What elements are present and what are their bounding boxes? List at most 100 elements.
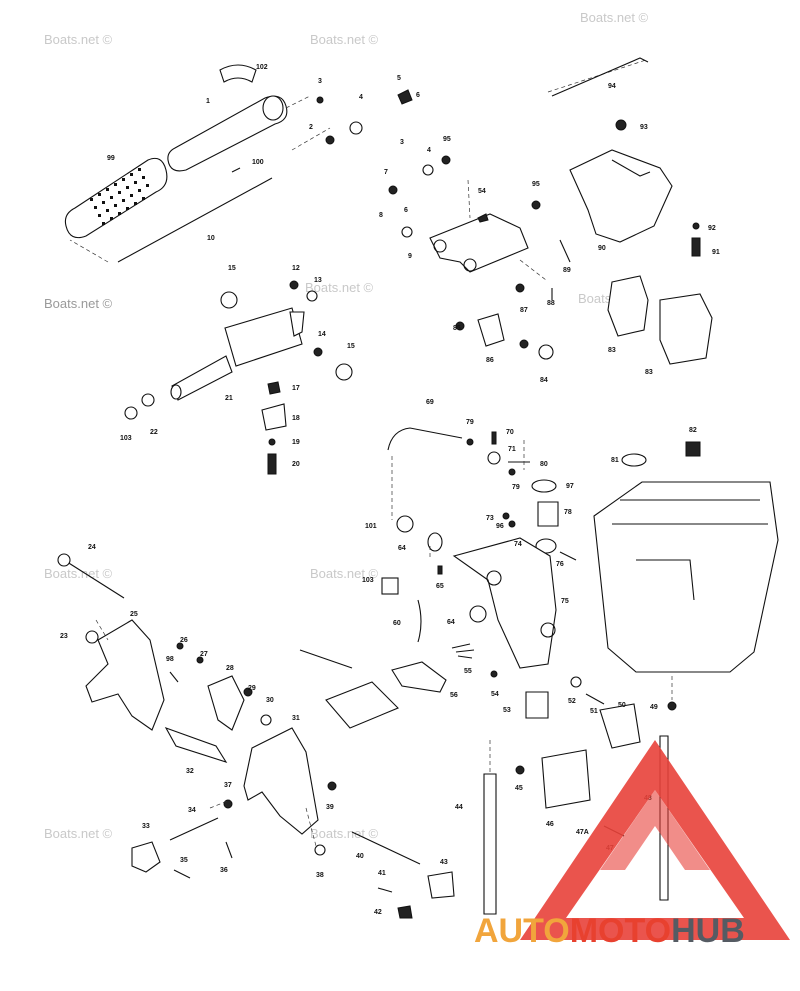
washer-101 bbox=[396, 515, 414, 533]
callout-label: 53 bbox=[503, 707, 511, 714]
screw-34 bbox=[169, 817, 219, 841]
washer-15b bbox=[335, 363, 353, 381]
callout-label: 25 bbox=[130, 611, 138, 618]
callout-label: 30 bbox=[266, 697, 274, 704]
nut-93 bbox=[615, 119, 627, 131]
plate-103 bbox=[381, 577, 399, 595]
callout-label: 34 bbox=[188, 807, 196, 814]
rod-end bbox=[170, 384, 182, 400]
callout-label: 74 bbox=[514, 541, 522, 548]
screw-20 bbox=[267, 453, 277, 475]
automotohub-logo: AUTOMOTOHUB bbox=[474, 740, 790, 950]
nut-49 bbox=[667, 701, 677, 711]
frame-58 bbox=[325, 681, 399, 729]
washer-4b bbox=[422, 164, 434, 176]
callout-label: 12 bbox=[292, 265, 300, 272]
callout-label: 21 bbox=[225, 395, 233, 402]
handle-33 bbox=[131, 841, 161, 873]
washer-84 bbox=[538, 344, 554, 360]
callout-label: 38 bbox=[316, 872, 324, 879]
callout-label: 32 bbox=[186, 768, 194, 775]
housing-detail bbox=[611, 159, 651, 177]
logo-inner-mark-icon bbox=[600, 790, 710, 870]
screw-91 bbox=[691, 237, 701, 257]
assembly-lines bbox=[489, 676, 673, 772]
nut-79 bbox=[466, 438, 474, 446]
watermark-text: Boats.net © bbox=[44, 566, 113, 581]
callout-label: 79 bbox=[466, 419, 474, 426]
callout-label: 84 bbox=[540, 377, 548, 384]
callout-label: 24 bbox=[88, 544, 96, 551]
bolt-76 bbox=[559, 551, 577, 561]
callout-label: 13 bbox=[314, 277, 322, 284]
nut-19 bbox=[268, 438, 276, 446]
clip-54 bbox=[477, 213, 489, 223]
callout-label: 65 bbox=[436, 583, 444, 590]
tube-end bbox=[262, 95, 284, 121]
nut-95 bbox=[441, 155, 451, 165]
tube-44 bbox=[483, 773, 497, 915]
callout-label: 54 bbox=[478, 188, 486, 195]
washer-13 bbox=[306, 290, 318, 302]
assembly-lines bbox=[95, 619, 317, 847]
callout-label: 3 bbox=[318, 78, 322, 85]
pin-89 bbox=[559, 239, 571, 263]
callout-label: 81 bbox=[611, 457, 619, 464]
callout-label: 52 bbox=[568, 698, 576, 705]
callout-label: 26 bbox=[180, 637, 188, 644]
callout-label: 88 bbox=[547, 300, 555, 307]
bolt-24 bbox=[63, 559, 125, 599]
nut-39 bbox=[327, 781, 337, 791]
watermark-text: Boats.net © bbox=[44, 32, 113, 47]
callout-label: 2 bbox=[309, 124, 313, 131]
bushing-53 bbox=[525, 691, 549, 719]
callout-label: 76 bbox=[556, 561, 564, 568]
callout-label: 15 bbox=[228, 265, 236, 272]
callout-label: 51 bbox=[590, 708, 598, 715]
callout-label: 56 bbox=[450, 692, 458, 699]
rod-40 bbox=[351, 831, 421, 865]
callout-label: 70 bbox=[506, 429, 514, 436]
lower-housing-group bbox=[483, 441, 779, 915]
washer-64b bbox=[469, 605, 487, 623]
bracket-hole bbox=[463, 258, 477, 272]
watermark-text: Boats.net © bbox=[580, 10, 649, 25]
callout-label: 71 bbox=[508, 446, 516, 453]
callout-label: 17 bbox=[292, 385, 300, 392]
watermark-text: Boats.net © bbox=[305, 280, 374, 295]
washer-4 bbox=[349, 121, 363, 135]
pin-100 bbox=[231, 167, 241, 173]
callout-label: 64 bbox=[447, 619, 455, 626]
logo-part-moto: MOTO bbox=[570, 912, 671, 950]
bracket-9 bbox=[429, 213, 529, 273]
tiller-handle-group bbox=[64, 64, 413, 263]
callout-label: 47A bbox=[576, 829, 589, 836]
callout-label: 5 bbox=[397, 75, 401, 82]
callout-label: 69 bbox=[426, 399, 434, 406]
washer-38 bbox=[314, 844, 326, 856]
callout-label: 36 bbox=[220, 867, 228, 874]
callout-label: 6 bbox=[404, 207, 408, 214]
callout-label: 9 bbox=[408, 253, 412, 260]
clip-65 bbox=[437, 565, 443, 575]
washer-52 bbox=[570, 676, 582, 688]
nut-79b bbox=[508, 468, 516, 476]
callout-label: 3 bbox=[400, 139, 404, 146]
logo-part-auto: AUTO bbox=[474, 912, 570, 950]
watermark-text: Boats.net © bbox=[310, 32, 379, 47]
tube-1 bbox=[167, 95, 288, 172]
pin-70 bbox=[491, 431, 497, 445]
callout-label: 75 bbox=[561, 598, 569, 605]
callout-label: 50 bbox=[618, 702, 626, 709]
rod-10 bbox=[117, 177, 273, 263]
bushing-71 bbox=[487, 451, 501, 465]
callout-label: 87 bbox=[520, 307, 528, 314]
callout-label: 14 bbox=[318, 331, 326, 338]
grip-texture bbox=[90, 168, 149, 225]
pin-41 bbox=[377, 887, 393, 893]
callout-label: 78 bbox=[564, 509, 572, 516]
assembly-lines bbox=[391, 440, 525, 560]
block-50 bbox=[599, 703, 641, 749]
pin-35 bbox=[173, 869, 191, 879]
callout-label: 91 bbox=[712, 249, 720, 256]
